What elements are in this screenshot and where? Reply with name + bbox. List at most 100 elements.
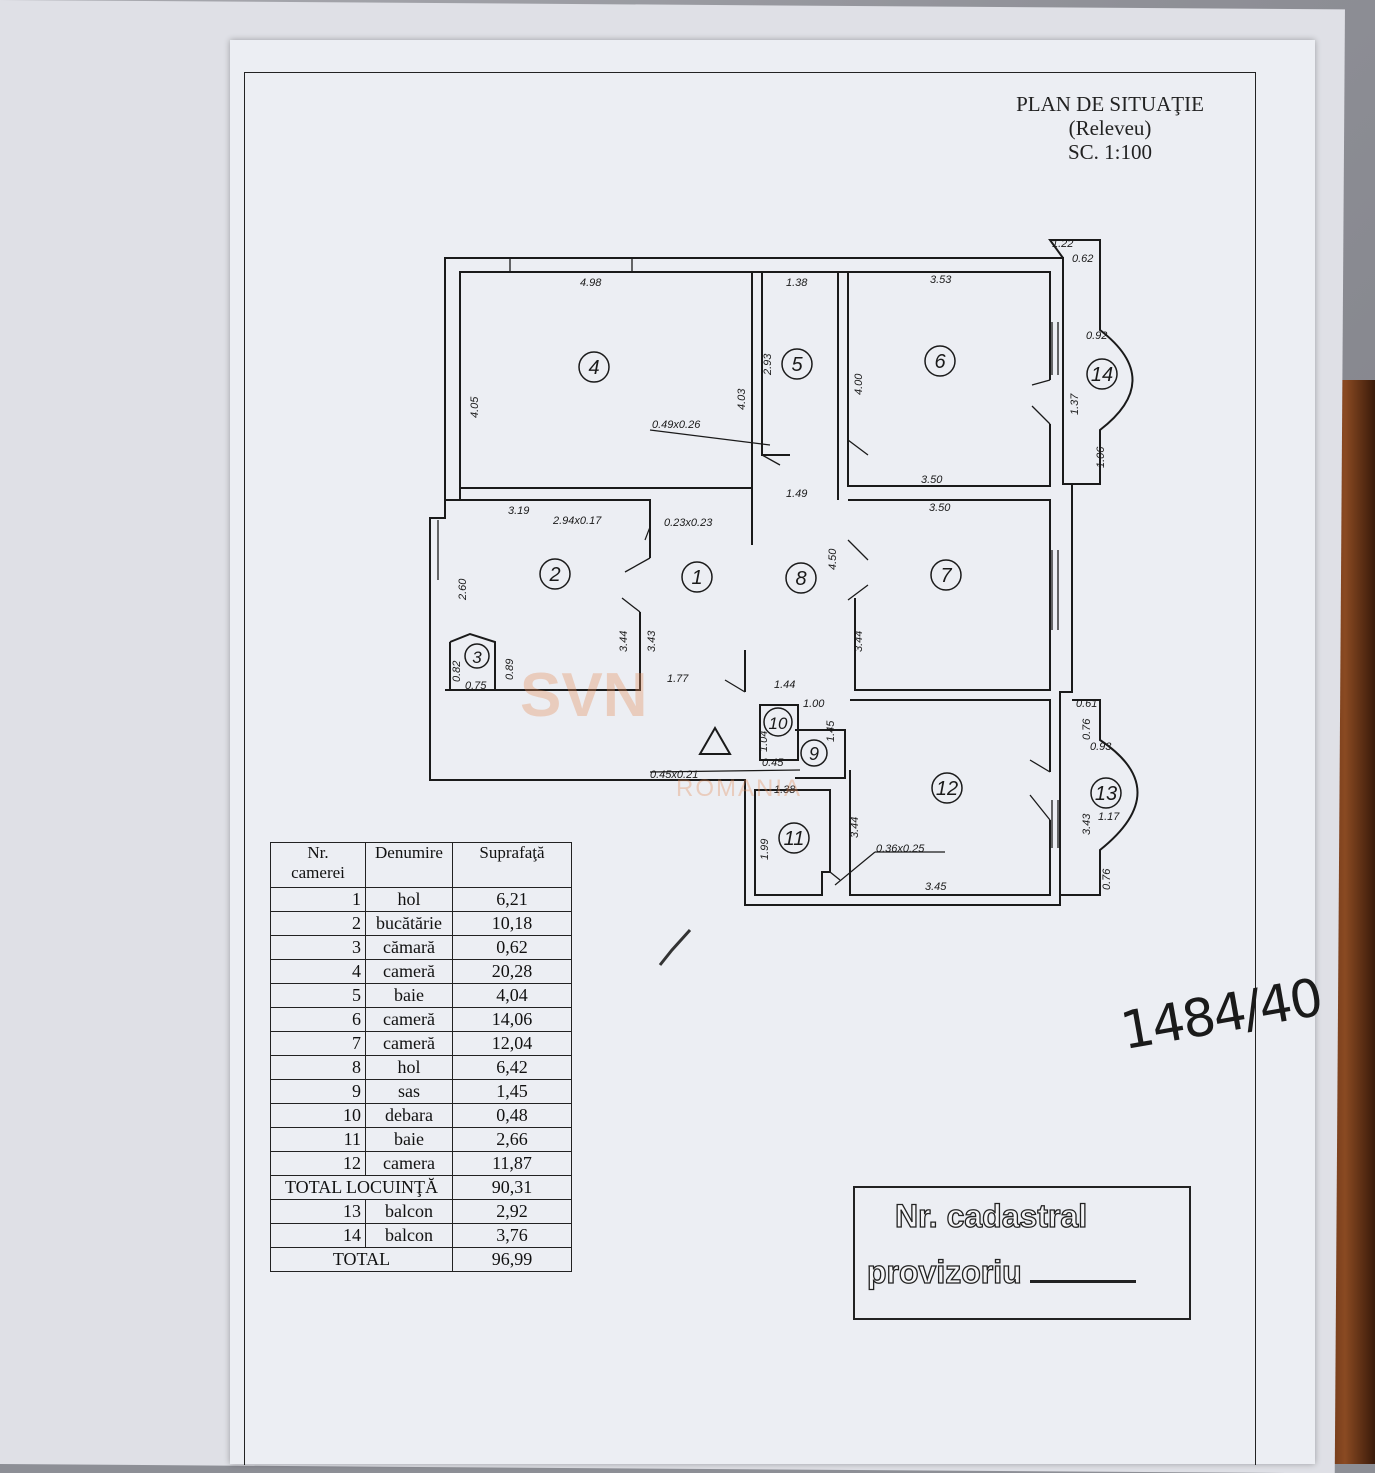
dim-label: 2.94x0.17 bbox=[552, 515, 602, 527]
dim-label: 3.43 bbox=[646, 630, 658, 652]
wall-outline bbox=[429, 257, 1073, 906]
sheet-frame bbox=[244, 72, 1256, 1465]
cell-area: 0,48 bbox=[452, 1103, 572, 1128]
wall-room-9 bbox=[795, 729, 846, 779]
dim-label: 4.98 bbox=[580, 277, 602, 289]
wall-hall bbox=[744, 438, 839, 692]
cell-nr: 2 bbox=[270, 911, 366, 936]
cell-area: 11,87 bbox=[452, 1151, 572, 1176]
dim-label: 3.44 bbox=[853, 631, 865, 652]
dim-label: 2.93 bbox=[762, 353, 774, 376]
cell-area: 4,04 bbox=[452, 983, 572, 1008]
cell-nr: 5 bbox=[270, 983, 366, 1008]
dim-label: 0.61 bbox=[1076, 698, 1097, 710]
cell-area: 6,42 bbox=[452, 1055, 572, 1080]
room-circle-10 bbox=[763, 707, 793, 737]
dim-label: 2.60 bbox=[457, 578, 469, 601]
cell-name: balcon bbox=[365, 1223, 453, 1248]
cadastral-line1: Nr. cadastral bbox=[894, 1197, 1088, 1234]
cell-name: camera bbox=[365, 1151, 453, 1176]
wall-room-10 bbox=[759, 704, 799, 761]
col-header-nr-line2: camerei bbox=[291, 863, 345, 882]
cell-nr: 3 bbox=[270, 935, 366, 960]
room-number-6: 6 bbox=[934, 351, 946, 373]
cell-name: cameră bbox=[365, 959, 453, 984]
room-number-4: 4 bbox=[588, 357, 599, 379]
dim-label: 3.43 bbox=[1081, 813, 1093, 835]
balcony-14 bbox=[1048, 239, 1134, 485]
dim-label: 4.50 bbox=[827, 548, 839, 570]
cell-name: cămară bbox=[365, 935, 453, 960]
dim-label: 1.37 bbox=[1069, 393, 1081, 415]
dim-label: 0.36x0.25 bbox=[876, 843, 925, 855]
room-circle-12 bbox=[931, 772, 963, 804]
total-locuinta-value: 90,31 bbox=[452, 1175, 572, 1200]
cell-area: 20,28 bbox=[452, 959, 572, 984]
cell-name: hol bbox=[365, 887, 453, 912]
room-number-10: 10 bbox=[769, 714, 788, 733]
wall-room-4 bbox=[459, 271, 753, 489]
dim-label: 0.49x0.26 bbox=[652, 419, 701, 431]
plan-subtitle: (Releveu) bbox=[1068, 116, 1152, 140]
room-circle-4 bbox=[578, 351, 610, 383]
dim-label: 3.44 bbox=[849, 817, 861, 838]
plan-title: PLAN DE SITUAŢIE bbox=[1016, 92, 1204, 116]
room-circle-13 bbox=[1090, 777, 1122, 809]
room-number-11: 11 bbox=[784, 828, 805, 850]
cell-area: 2,66 bbox=[452, 1127, 572, 1152]
room-circle-6 bbox=[924, 345, 956, 377]
dim-label: 1.45 bbox=[825, 720, 837, 742]
table-row-total: TOTAL 96,99 bbox=[270, 1247, 572, 1272]
wall-room-11 bbox=[754, 789, 831, 896]
dim-label: 0.62 bbox=[1072, 253, 1093, 265]
leader-line bbox=[649, 429, 771, 446]
plan-header: PLAN DE SITUAŢIE (Releveu) SC. 1:100 bbox=[1000, 92, 1220, 164]
watermark-logo: SVN bbox=[520, 660, 647, 731]
wall-inner-outline bbox=[459, 271, 1050, 500]
room-number-13: 13 bbox=[1095, 783, 1117, 805]
cell-nr: 8 bbox=[270, 1055, 366, 1080]
room-number-1: 1 bbox=[691, 567, 702, 589]
room-circle-3 bbox=[464, 643, 490, 669]
dim-label: 0.76 bbox=[1081, 718, 1093, 740]
dim-label: 4.05 bbox=[469, 396, 481, 418]
dim-label: 0.45 bbox=[762, 757, 784, 769]
cadastral-box: Nr. cadastral provizoriu bbox=[853, 1186, 1191, 1320]
dim-label: 0.76 bbox=[1101, 868, 1113, 890]
wall-room-2 bbox=[445, 499, 651, 691]
dim-label: 1.04 bbox=[758, 731, 770, 752]
cell-name: debara bbox=[365, 1103, 453, 1128]
room-number-14: 14 bbox=[1091, 364, 1113, 386]
dim-label: 1.44 bbox=[774, 679, 795, 691]
cell-nr: 10 bbox=[270, 1103, 366, 1128]
cell-area: 14,06 bbox=[452, 1007, 572, 1032]
cell-name: cameră bbox=[365, 1031, 453, 1056]
dim-label: 1.38 bbox=[786, 277, 808, 289]
cell-name: cameră bbox=[365, 1007, 453, 1032]
dim-label: 0.89 bbox=[504, 659, 516, 680]
balcony-13 bbox=[1060, 699, 1139, 896]
room-number-8: 8 bbox=[795, 568, 806, 590]
dim-label: 1.17 bbox=[1098, 811, 1120, 823]
cell-name: balcon bbox=[365, 1199, 453, 1224]
room-circle-14 bbox=[1086, 358, 1118, 390]
col-header-nr-line1: Nr. bbox=[307, 843, 329, 862]
room-number-2: 2 bbox=[548, 564, 560, 586]
dim-label: 3.44 bbox=[618, 631, 630, 652]
cell-nr: 11 bbox=[270, 1127, 366, 1152]
dim-label: 1.06 bbox=[1095, 446, 1107, 468]
dim-label: 3.53 bbox=[930, 274, 952, 286]
col-header-name: Denumire bbox=[365, 842, 453, 888]
cell-area: 3,76 bbox=[452, 1223, 572, 1248]
